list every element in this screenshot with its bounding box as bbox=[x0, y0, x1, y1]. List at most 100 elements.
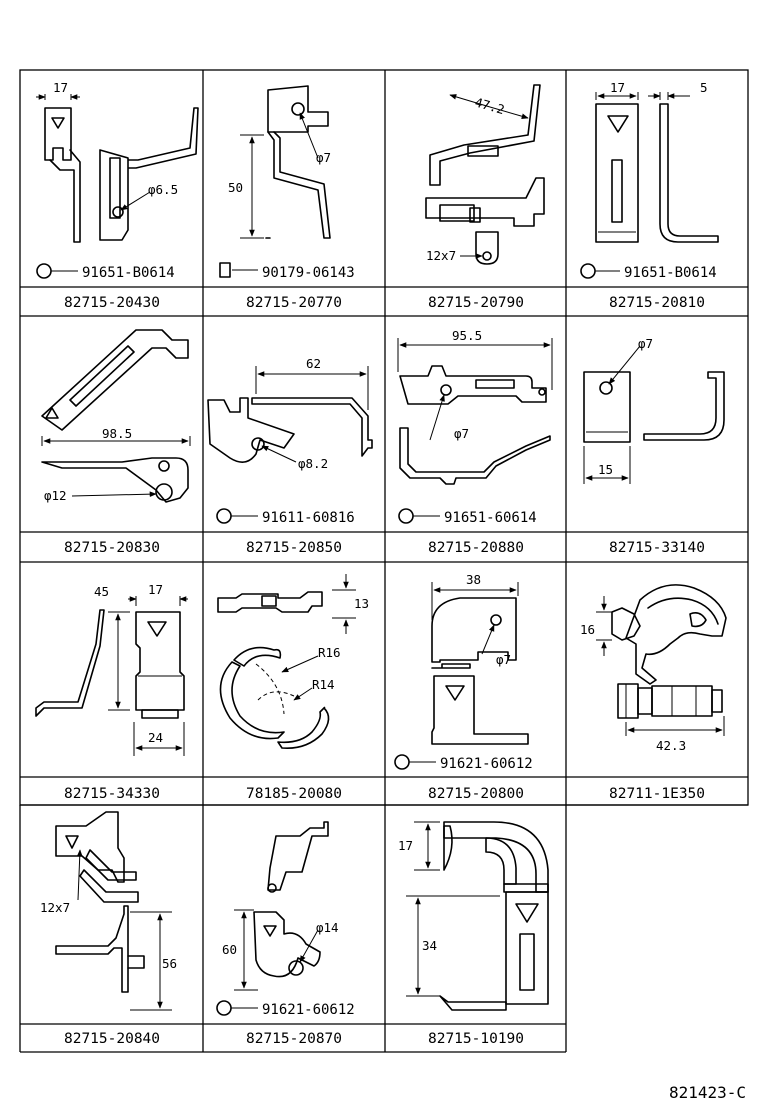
dimension-lines bbox=[234, 909, 319, 991]
dimension-label: 56 bbox=[162, 956, 177, 971]
bolt-part-number: 91611-60816 bbox=[262, 510, 355, 526]
cell-82715-34330: 45 17 24 82715-34330 bbox=[35, 582, 188, 802]
cell-82715-20430: 17 φ6.5 91651-B0614 82715-20430 bbox=[36, 80, 199, 311]
dimension-label: 15 bbox=[598, 462, 613, 477]
part-number-label: 82711-1E350 bbox=[609, 786, 705, 802]
dimension-label: 12x7 bbox=[426, 248, 456, 263]
dimension-lines bbox=[431, 582, 519, 655]
cell-82715-33140: φ7 15 82715-33140 bbox=[583, 336, 725, 556]
dimension-label: φ6.5 bbox=[148, 182, 178, 197]
part-number-label: 82715-20880 bbox=[428, 540, 524, 556]
bracket-drawing bbox=[253, 821, 329, 978]
dimension-label: 5 bbox=[700, 80, 708, 95]
dimension-label: 24 bbox=[148, 730, 163, 745]
dimension-label: 62 bbox=[306, 356, 321, 371]
dimension-label: φ7 bbox=[454, 426, 469, 441]
dimension-lines bbox=[449, 94, 529, 259]
dimension-lines bbox=[36, 94, 151, 211]
dimension-label: 17 bbox=[53, 80, 68, 95]
dimension-label: φ8.2 bbox=[298, 456, 328, 471]
dimension-lines bbox=[240, 112, 319, 239]
bolt-symbol bbox=[36, 263, 78, 279]
bolt-part-number: 91651-B0614 bbox=[624, 265, 717, 281]
dimension-label: R16 bbox=[318, 645, 341, 660]
dimension-label: 34 bbox=[422, 938, 437, 953]
dimension-lines bbox=[76, 849, 172, 1011]
dimension-label: 17 bbox=[610, 80, 625, 95]
bracket-drawing bbox=[439, 821, 549, 1011]
part-number-label: 82715-20790 bbox=[428, 295, 524, 311]
dimension-label: R14 bbox=[312, 677, 335, 692]
dimension-label: φ14 bbox=[316, 920, 339, 935]
bracket-drawing bbox=[595, 103, 719, 243]
bolt-part-number: 91651-60614 bbox=[444, 510, 537, 526]
clip-drawing bbox=[611, 584, 727, 719]
bolt-symbol bbox=[216, 508, 258, 524]
dimension-lines bbox=[397, 338, 553, 441]
bolt-symbol bbox=[216, 1000, 258, 1016]
cell-82715-20770: φ7 50 90179-06143 82715-20770 bbox=[219, 85, 355, 311]
cell-82715-20840: 12x7 56 82715-20840 bbox=[40, 811, 177, 1047]
bracket-drawing bbox=[44, 107, 199, 243]
cell-82715-10190: 17 34 82715-10190 bbox=[398, 821, 549, 1047]
part-number-label: 82715-20810 bbox=[609, 295, 705, 311]
part-number-label: 82715-20870 bbox=[246, 1031, 342, 1047]
part-number-label: 82715-20850 bbox=[246, 540, 342, 556]
bolt-symbol bbox=[398, 508, 440, 524]
dimension-lines bbox=[596, 596, 725, 736]
dimension-label: 45 bbox=[94, 584, 109, 599]
cell-82715-20880: 95.5 φ7 91651-60614 82715-20880 bbox=[397, 328, 553, 556]
dimension-label: 16 bbox=[580, 622, 595, 637]
part-number-label: 82715-20830 bbox=[64, 540, 160, 556]
cell-82715-20800: 38 φ7 91621-60612 82715-20800 bbox=[394, 572, 533, 802]
bolt-part-number: 91621-60612 bbox=[440, 756, 533, 772]
bolt-part-number: 91651-B0614 bbox=[82, 265, 175, 281]
dimension-lines bbox=[41, 436, 191, 497]
dimension-label: φ7 bbox=[496, 652, 511, 667]
dimension-label: φ7 bbox=[316, 150, 331, 165]
clamp-drawing bbox=[217, 591, 330, 750]
bracket-drawing bbox=[425, 84, 545, 265]
bracket-drawing bbox=[35, 609, 185, 719]
dimension-label: 47.2 bbox=[473, 94, 506, 117]
part-number-label: 82715-20430 bbox=[64, 295, 160, 311]
part-number-label: 82715-34330 bbox=[64, 786, 160, 802]
bracket-drawing bbox=[265, 85, 331, 239]
cell-78185-20080: 13 R16 R14 78185-20080 bbox=[217, 574, 369, 802]
bolt-symbol bbox=[580, 263, 620, 279]
dimension-label: 95.5 bbox=[452, 328, 482, 343]
dimension-label: φ7 bbox=[638, 336, 653, 351]
part-number-label: 78185-20080 bbox=[246, 786, 342, 802]
dimension-label: φ12 bbox=[44, 488, 67, 503]
bracket-drawing bbox=[207, 397, 373, 463]
dimension-lines bbox=[281, 574, 356, 701]
part-number-label: 82715-20800 bbox=[428, 786, 524, 802]
dimension-lines bbox=[406, 821, 500, 997]
cell-82715-20790: 47.2 12x7 82715-20790 bbox=[425, 84, 545, 311]
dimension-label: 42.3 bbox=[656, 738, 686, 753]
dimension-lines bbox=[108, 596, 188, 756]
cell-82715-20810: 17 5 91651-B0614 82715-20810 bbox=[580, 80, 719, 311]
dimension-label: 13 bbox=[354, 596, 369, 611]
bracket-drawing bbox=[583, 371, 725, 443]
dimension-label: 12x7 bbox=[40, 900, 70, 915]
part-number-label: 82715-20770 bbox=[246, 295, 342, 311]
cell-82715-20830: 98.5 φ12 82715-20830 bbox=[41, 329, 191, 556]
bolt-symbol bbox=[394, 754, 436, 770]
cell-82715-20870: 60 φ14 91621-60612 82715-20870 bbox=[216, 821, 355, 1047]
dimension-lines bbox=[595, 92, 690, 100]
part-number-label: 82715-20840 bbox=[64, 1031, 160, 1047]
bolt-part-number: 90179-06143 bbox=[262, 265, 355, 281]
bolt-part-number: 91621-60612 bbox=[262, 1002, 355, 1018]
bracket-drawing bbox=[431, 597, 529, 745]
dimension-label: 50 bbox=[228, 180, 243, 195]
bracket-drawing bbox=[399, 365, 551, 485]
drawing-code: 821423-C bbox=[668, 1083, 746, 1102]
dimension-label: 17 bbox=[148, 582, 163, 597]
bolt-symbol bbox=[219, 262, 258, 278]
dimension-label: 17 bbox=[398, 838, 413, 853]
bracket-drawing bbox=[41, 329, 189, 503]
grid-lines bbox=[19, 69, 749, 1053]
part-number-label: 82715-10190 bbox=[428, 1031, 524, 1047]
